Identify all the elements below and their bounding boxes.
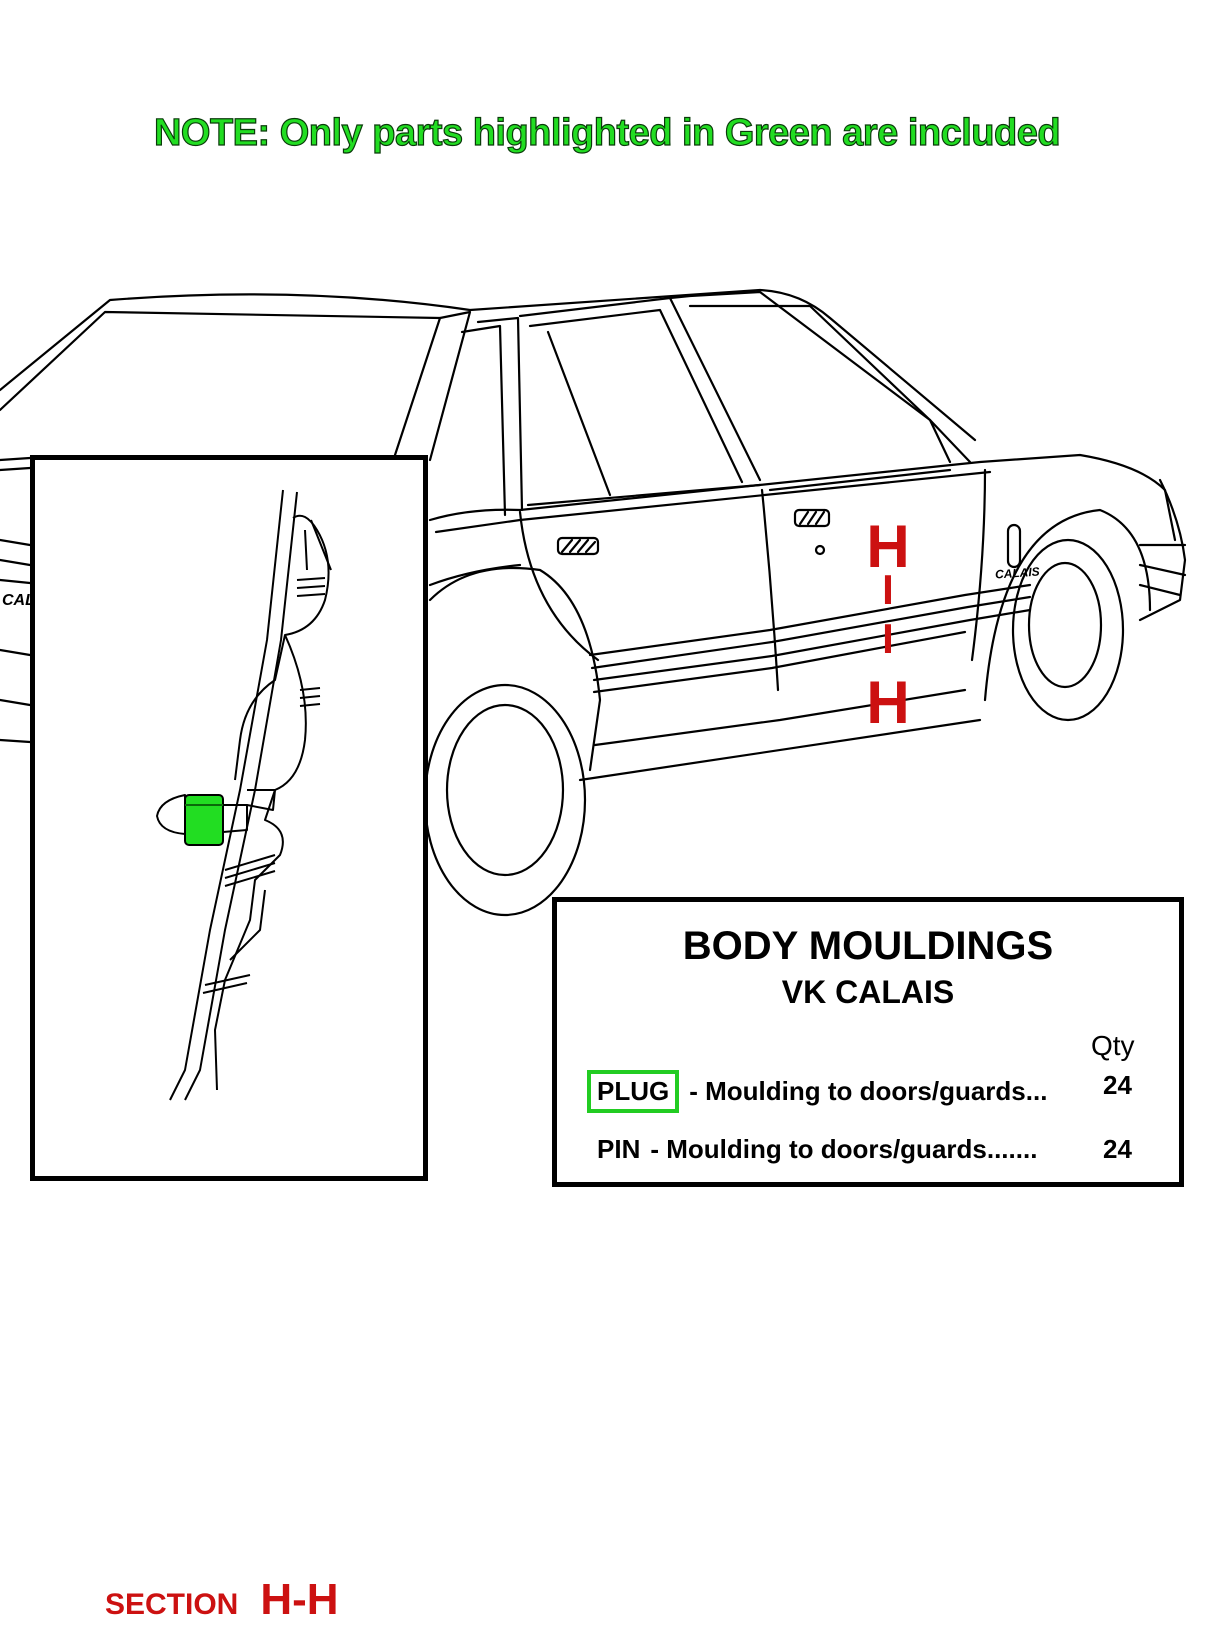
section-caption: SECTION H-H: [105, 1575, 339, 1625]
plug-part-highlight: [184, 794, 224, 846]
part-description: - Moulding to doors/guards.......: [650, 1134, 1038, 1164]
parts-info-panel: BODY MOULDINGS VK CALAIS Qty PLUG - Mould…: [552, 897, 1184, 1187]
section-code: H-H: [260, 1575, 339, 1624]
inclusion-note: NOTE: Only parts highlighted in Green ar…: [153, 111, 1061, 154]
section-cross-section-drawing: [156, 489, 332, 1101]
part-name-pin: PIN: [597, 1134, 641, 1164]
car-side-view-drawing: [0, 288, 1187, 917]
part-row-plug: PLUG - Moulding to doors/guards... 24: [587, 1070, 1147, 1113]
part-name-plug: PLUG: [587, 1070, 680, 1113]
section-marker-top: H: [866, 513, 910, 580]
rear-badge: CAL: [2, 592, 35, 609]
info-title: BODY MOULDINGS: [682, 924, 1054, 968]
part-row-pin: PIN - Moulding to doors/guards....... 24: [597, 1134, 1147, 1174]
part-description: - Moulding to doors/guards...: [689, 1076, 1048, 1106]
section-marker-line-2: I: [882, 615, 894, 662]
section-marker-bottom: H: [866, 669, 910, 736]
info-subtitle: VK CALAIS: [781, 974, 955, 1010]
section-marker-line-1: I: [882, 566, 894, 613]
part-qty: 24: [1103, 1134, 1132, 1164]
section-detail-panel: SECTION H-H: [30, 455, 428, 1624]
qty-column-header: Qty: [1091, 1030, 1135, 1061]
section-label: SECTION: [105, 1588, 239, 1621]
part-qty: 24: [1103, 1070, 1132, 1100]
